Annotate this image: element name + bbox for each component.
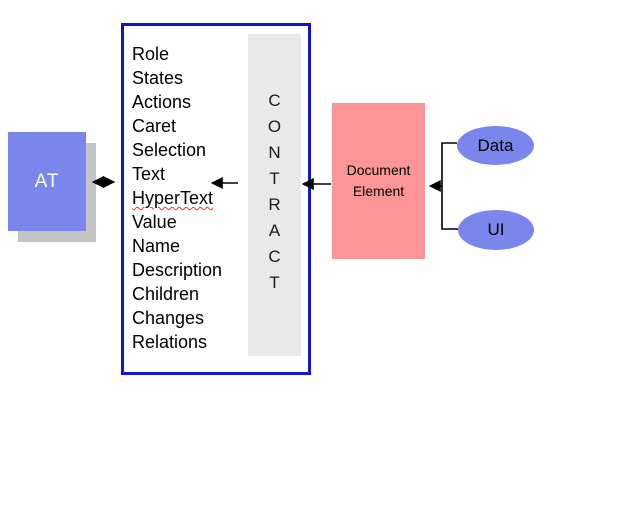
list-item: States (132, 68, 184, 88)
list-item: Caret (132, 116, 177, 136)
document-element-label-line2: Element (352, 183, 405, 199)
data-ellipse: Data (457, 126, 534, 165)
list-item: Relations (132, 332, 208, 352)
list-item: Text (132, 164, 166, 184)
contract-letter: T (269, 273, 280, 292)
list-item: Selection (132, 140, 207, 160)
contract-letter: O (267, 117, 282, 136)
ui-ellipse-label: UI (487, 220, 505, 239)
list-item: Children (132, 284, 200, 304)
list-item: HyperText (132, 186, 242, 210)
contract-strip: C O N T R A C T (248, 34, 301, 356)
contract-letter: N (268, 143, 281, 162)
data-ellipse-label: Data (477, 135, 514, 155)
contract-property-list: Role States Actions Caret Selection Text… (132, 42, 242, 354)
contract-vertical-label: C O N T R A C T (248, 88, 301, 296)
document-element-box: Document Element (332, 103, 425, 259)
document-element-label-line1: Document (346, 162, 411, 178)
contract-letter: A (268, 221, 281, 240)
bracket-data-ui (441, 142, 458, 230)
contract-letter: C (268, 247, 281, 266)
list-item: Value (132, 212, 177, 232)
ui-ellipse: UI (458, 210, 534, 250)
list-item-misspelled: HyperText (132, 188, 214, 208)
at-box: AT (8, 132, 86, 231)
list-item: Name (132, 236, 181, 256)
list-item: Role (132, 44, 170, 64)
list-item: Description (132, 260, 223, 280)
contract-letter: T (269, 169, 280, 188)
contract-letter: C (268, 91, 281, 110)
list-item: Changes (132, 308, 205, 328)
at-box-label: AT (34, 170, 60, 192)
list-item: Actions (132, 92, 192, 112)
contract-letter: R (268, 195, 281, 214)
